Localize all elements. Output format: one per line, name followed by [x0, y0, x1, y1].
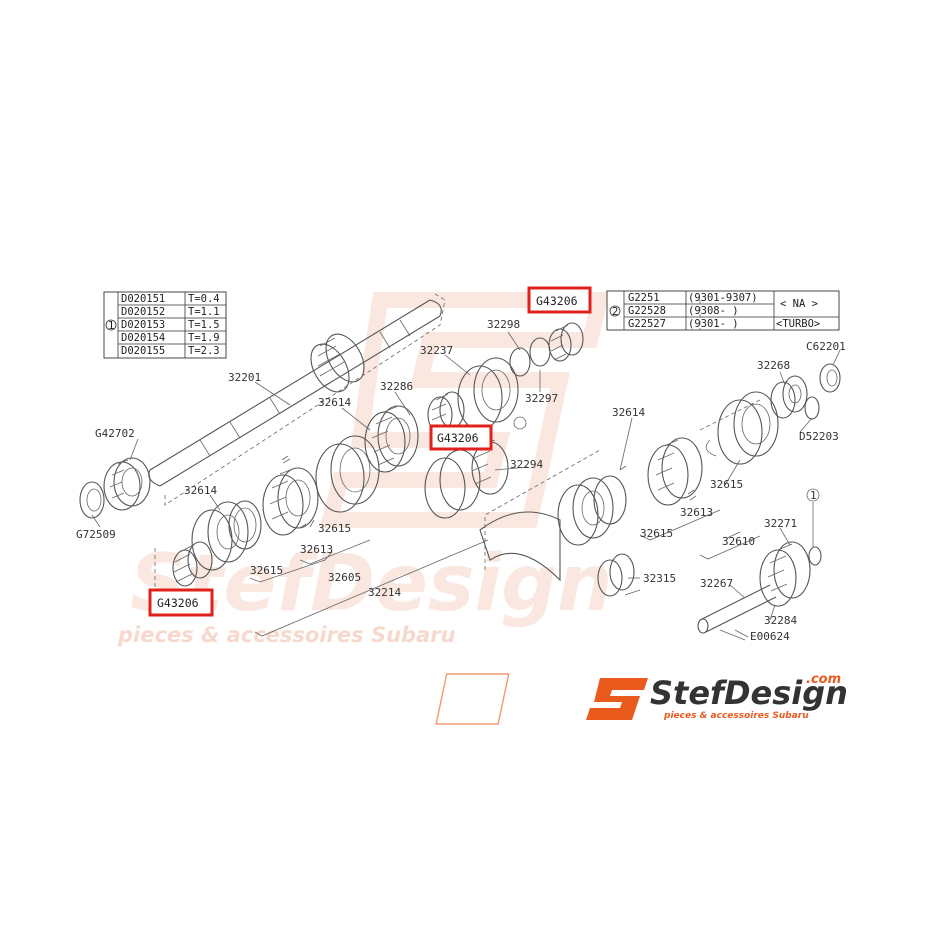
highlight-g43206-top: G43206 — [527, 286, 592, 314]
label-32610: 32610 — [722, 535, 755, 548]
gear-table: 2 G2251 (9301-9307) < NA > G22528 (9308-… — [606, 290, 840, 331]
shim-thickness-3: T=1.9 — [188, 332, 220, 344]
label-32237: 32237 — [420, 344, 453, 357]
shim-table-ref: 1 — [108, 320, 114, 332]
label-32615-d: 32615 — [710, 478, 743, 491]
gear-variant-2: <TURBO> — [776, 318, 820, 330]
logo-name: StefDesign — [650, 674, 848, 712]
gear-range-2: (9301- ) — [688, 318, 739, 330]
label-g72509: G72509 — [76, 528, 116, 541]
shim-thickness-2: T=1.5 — [188, 319, 220, 331]
idler-shaft-32267 — [697, 584, 777, 641]
shim-part-4: D020155 — [121, 345, 165, 357]
gear-range-0: (9301-9307) — [688, 292, 758, 304]
needle-bearing-g43206-bottom — [172, 541, 213, 587]
logo-tld: .com — [806, 672, 841, 687]
shaft-bracket — [164, 293, 446, 506]
gear-32294-area — [424, 439, 601, 582]
gear-range-1: (9308- ) — [688, 305, 739, 317]
gear-32614-middle — [364, 405, 419, 473]
synchro-assembly-32605 — [262, 435, 380, 536]
label-32271: 32271 — [764, 517, 797, 530]
right-gear-group — [557, 391, 779, 597]
label-32614-c: 32614 — [612, 406, 645, 419]
label-32613-a: 32613 — [300, 543, 333, 556]
gear-part-0: G2251 — [628, 292, 660, 304]
logo-tagline: pieces & accessoires Subaru — [663, 711, 809, 721]
seal-c62201 — [819, 363, 841, 393]
label-ref-1: 1 — [810, 489, 817, 502]
label-32268: 32268 — [757, 359, 790, 372]
bearing-32268 — [770, 375, 808, 419]
leader-lines — [91, 331, 841, 638]
highlight-g43206-top-label: G43206 — [536, 294, 578, 308]
watermark-subtitle: pieces & accessoires Subaru — [117, 623, 456, 647]
label-e00624: E00624 — [750, 630, 790, 643]
label-32298: 32298 — [487, 318, 520, 331]
shim-part-1: D020152 — [121, 306, 165, 318]
shim-thickness-0: T=0.4 — [188, 293, 220, 305]
label-32267: 32267 — [700, 577, 733, 590]
shim-part-2: D020153 — [121, 319, 165, 331]
label-32315: 32315 — [643, 572, 676, 585]
hub-sleeve-left — [191, 500, 262, 571]
highlight-g43206-middle-label: G43206 — [437, 431, 479, 445]
label-32297: 32297 — [525, 392, 558, 405]
gear-variant-0: < NA > — [780, 298, 818, 310]
label-32614-a: 32614 — [318, 396, 351, 409]
part-labels: 32201 G42702 G72509 32614 32614 32614 32… — [76, 318, 846, 643]
label-32201: 32201 — [228, 371, 261, 384]
shim-table: 1 D020151 T=0.4 D020152 T=1.1 D020153 T=… — [103, 291, 227, 359]
label-32284: 32284 — [764, 614, 797, 627]
watermark-sj-mark — [319, 292, 611, 528]
shim-thickness-4: T=2.3 — [188, 345, 220, 357]
shim-part-0: D020151 — [121, 293, 165, 305]
label-32286: 32286 — [380, 380, 413, 393]
gear-part-1: G22528 — [628, 305, 666, 317]
label-32214: 32214 — [368, 586, 401, 599]
label-32605: 32605 — [328, 571, 361, 584]
gear-part-2: G22527 — [628, 318, 666, 330]
gear-table-ref: 2 — [612, 306, 618, 318]
snap-ring-d52203 — [804, 396, 820, 420]
label-32615-c: 32615 — [640, 527, 673, 540]
highlight-g43206-bottom: G43206 — [148, 588, 214, 617]
stefdesign-logo: StefDesign .com pieces & accessoires Sub… — [435, 672, 848, 725]
label-c62201: C62201 — [806, 340, 846, 353]
label-32614-b: 32614 — [184, 484, 217, 497]
main-shaft-32201 — [148, 299, 442, 487]
shim-thickness-1: T=1.1 — [188, 306, 220, 318]
bearing-g42702 — [103, 457, 151, 511]
idler-gear-32271 — [759, 488, 822, 607]
highlight-g43206-bottom-label: G43206 — [157, 596, 199, 610]
seal-g72509 — [79, 481, 105, 519]
label-g42702: G42702 — [95, 427, 135, 440]
label-32613-b: 32613 — [680, 506, 713, 519]
highlight-g43206-middle: G43206 — [429, 424, 493, 451]
shim-part-3: D020154 — [121, 332, 165, 344]
label-d52203: D52203 — [799, 430, 839, 443]
needle-bearing-g43206-top — [509, 322, 584, 377]
assembly-brackets — [154, 300, 761, 637]
label-32615-b: 32615 — [250, 564, 283, 577]
logo-mark-icon — [435, 673, 648, 725]
label-32294: 32294 — [510, 458, 543, 471]
label-32615-a: 32615 — [318, 522, 351, 535]
